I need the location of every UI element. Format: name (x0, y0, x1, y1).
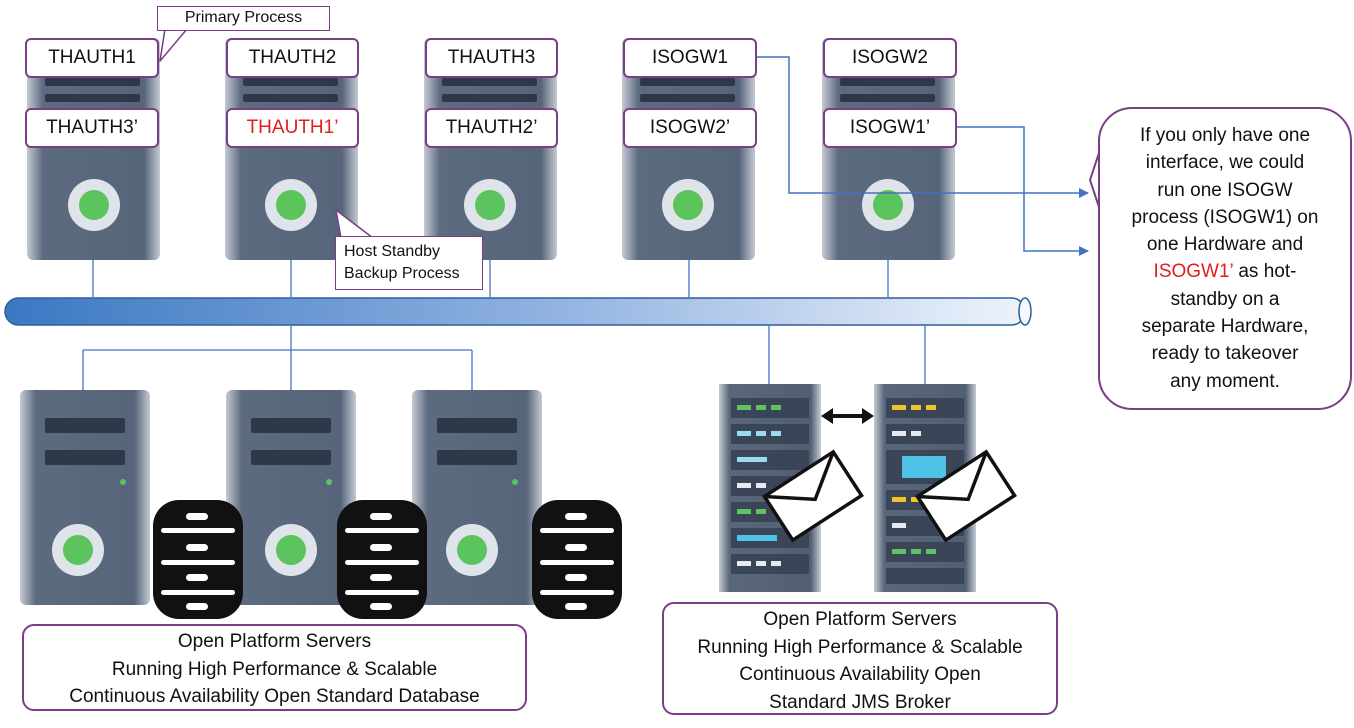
jms-rack-connectors (768, 325, 926, 384)
process-label-thauth1: THAUTH1 (25, 38, 159, 78)
caption-line: Open Platform Servers (177, 631, 372, 652)
rack-server-icon (719, 384, 821, 592)
database-icon (532, 500, 622, 619)
caption-line: Standard JMS Broker (769, 691, 951, 713)
server-tower-icon (822, 38, 955, 260)
standby-label-thauth1: THAUTH1’ (226, 108, 359, 148)
process-label-thauth2: THAUTH2 (226, 38, 359, 78)
message-envelope-icon (915, 449, 1017, 543)
standby-label-thauth2: THAUTH2’ (425, 108, 558, 148)
standby-callout-line2: Backup Process (344, 265, 460, 282)
database-cluster-connectors (82, 325, 473, 390)
note-arrows (757, 56, 1089, 256)
note-line: any moment. (1170, 370, 1280, 392)
caption-line: Continuous Availability Open (739, 664, 981, 685)
note-line: one Hardware and (1146, 234, 1304, 256)
server-tower-icon (225, 38, 358, 260)
standby-label-isogw1: ISOGW1’ (823, 108, 957, 148)
note-line-rest: as hot- (1233, 261, 1297, 283)
database-icon (153, 500, 243, 619)
note-line: If you only have one (1139, 125, 1311, 146)
database-server-icon (20, 390, 150, 605)
note-line: ISOGW1’ as hot- (1100, 258, 1350, 285)
standby-callout-line1: Host Standby (344, 243, 441, 260)
note-line: separate Hardware, (1141, 316, 1309, 338)
standby-process-callout: Host Standby Backup Process (335, 236, 483, 290)
caption-line: Running High Performance & Scalable (111, 658, 438, 680)
note-line: ready to takeover (1151, 343, 1299, 365)
message-envelope-icon (762, 449, 864, 543)
server-tower-icon (27, 38, 160, 260)
process-label-isogw2: ISOGW2 (823, 38, 957, 78)
database-server-icon (412, 390, 542, 605)
database-server-icon (226, 390, 356, 605)
note-line: process (ISOGW1) on (1131, 206, 1319, 228)
note-line: standby on a (1170, 288, 1280, 310)
process-label-isogw1: ISOGW1 (623, 38, 757, 78)
caption-line: Continuous Availability Open Standard Da… (69, 686, 480, 707)
process-label-thauth3: THAUTH3 (425, 38, 558, 78)
standby-label-thauth3: THAUTH3’ (25, 108, 159, 148)
server-tower-icon (622, 38, 755, 260)
server-bus-connectors (92, 260, 889, 297)
database-caption: Open Platform Servers Running High Perfo… (22, 624, 527, 711)
note-highlight: ISOGW1’ (1153, 261, 1234, 283)
server-tower-icon (424, 38, 557, 260)
single-interface-note: If you only have one interface, we could… (1098, 107, 1352, 410)
caption-line: Open Platform Servers (763, 609, 957, 630)
note-line: interface, we could (1145, 152, 1305, 174)
caption-line: Running High Performance & Scalable (697, 636, 1023, 658)
database-icon (337, 500, 427, 619)
note-line: run one ISOGW (1157, 179, 1293, 201)
bidirectional-arrow-icon (821, 408, 874, 424)
primary-process-callout: Primary Process (157, 6, 330, 31)
standby-label-isogw2: ISOGW2’ (623, 108, 757, 148)
callout-pointer (159, 28, 188, 62)
jms-broker-caption: Open Platform Servers Running High Perfo… (662, 602, 1058, 715)
network-bus (4, 297, 1032, 326)
